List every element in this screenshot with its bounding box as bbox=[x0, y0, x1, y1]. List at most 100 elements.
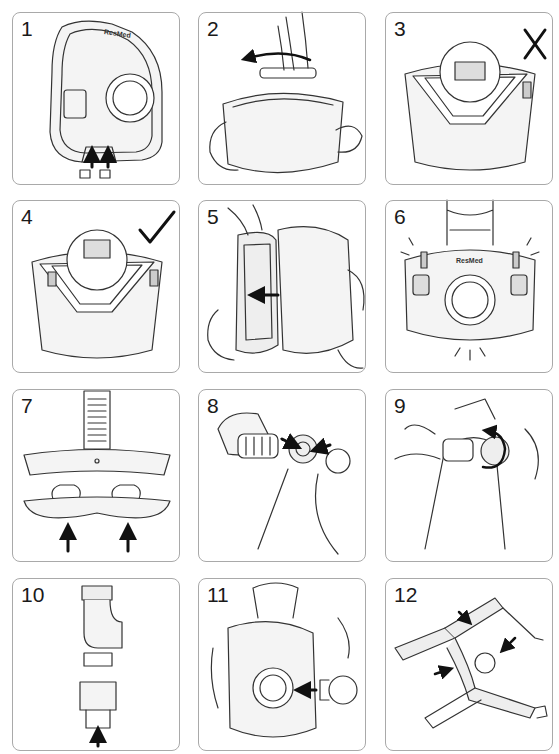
cushion-clip-part bbox=[336, 126, 362, 152]
pillows-frame-part bbox=[52, 485, 140, 501]
step-panel: 2 bbox=[198, 12, 366, 185]
cushion-insert-part bbox=[236, 232, 278, 353]
pillows-frame-part bbox=[127, 531, 130, 551]
step-number: 12 bbox=[394, 584, 417, 606]
step-number: 5 bbox=[207, 206, 219, 228]
cushion-correct-part bbox=[32, 252, 162, 358]
brand-logo: ResMed bbox=[104, 28, 132, 40]
drawing-part bbox=[24, 12, 547, 746]
elbow-swivel-part bbox=[84, 600, 122, 648]
swivel-parts-part bbox=[246, 437, 270, 455]
pillows-frame-part bbox=[95, 459, 99, 463]
frame-assembly-part bbox=[320, 680, 329, 700]
swivel-parts-part bbox=[326, 449, 350, 473]
swivel-rotate bbox=[395, 399, 538, 549]
cushion-clip-part bbox=[260, 68, 316, 78]
pillows-frame-part bbox=[24, 450, 170, 476]
headgear-part bbox=[447, 638, 535, 718]
mask-frame-clips-part bbox=[64, 90, 86, 118]
cushion-correct-part bbox=[52, 265, 142, 304]
step-panel: 7 bbox=[12, 389, 180, 562]
step-panel: 10 bbox=[12, 578, 180, 751]
assembled-frame-part bbox=[413, 275, 429, 295]
assembled-frame-part bbox=[401, 238, 539, 360]
cushion-wrong-part bbox=[525, 30, 545, 58]
headgear-part bbox=[503, 608, 543, 640]
swivel-rotate-part bbox=[483, 431, 505, 468]
cushion-insert-part bbox=[256, 294, 278, 297]
pillows-frame-part bbox=[88, 399, 106, 441]
assembled-frame-part bbox=[445, 275, 495, 325]
cushion-correct-part bbox=[67, 230, 127, 290]
cushion-wrong-part bbox=[413, 74, 527, 124]
step-panel: 5 bbox=[198, 200, 366, 373]
cushion-insert bbox=[208, 205, 364, 368]
cushion-insert-part bbox=[208, 310, 234, 360]
step-panel: 1 bbox=[12, 12, 180, 185]
cushion-wrong-part bbox=[523, 82, 531, 98]
elbow-swivel-part bbox=[80, 682, 116, 710]
frame-assembly-part bbox=[253, 583, 298, 618]
headgear-part bbox=[475, 653, 495, 673]
step-number: 1 bbox=[21, 18, 33, 40]
swivel-parts-part bbox=[218, 413, 268, 455]
frame-assembly-part bbox=[228, 622, 316, 737]
frame-assembly-part bbox=[302, 689, 316, 692]
swivel-parts-part bbox=[289, 435, 317, 463]
frame-assembly-part bbox=[329, 676, 357, 704]
cushion-wrong-part bbox=[405, 64, 535, 170]
swivel-rotate-part bbox=[395, 425, 538, 479]
mask-frame-clips-part bbox=[107, 154, 110, 167]
step-panel: 4 bbox=[12, 200, 180, 373]
headgear-part bbox=[395, 628, 455, 660]
step-number: 9 bbox=[394, 395, 406, 417]
swivel-rotate-part bbox=[443, 439, 473, 461]
elbow-swivel bbox=[80, 586, 122, 746]
elbow-swivel-part bbox=[82, 586, 112, 600]
mask-frame-clips-part bbox=[113, 81, 147, 115]
swivel-parts bbox=[218, 413, 350, 554]
cushion-insert-part bbox=[244, 244, 272, 340]
headgear-part bbox=[435, 670, 447, 674]
step-panel: 9 bbox=[385, 389, 553, 562]
headgear-part bbox=[445, 598, 503, 638]
swivel-parts-part bbox=[318, 445, 330, 449]
step-number: 2 bbox=[207, 18, 219, 40]
frame-assembly-part bbox=[260, 675, 286, 701]
cushion-correct-part bbox=[150, 270, 158, 286]
headgear-part bbox=[425, 688, 481, 728]
cushion-correct-part bbox=[48, 272, 56, 286]
cushion-correct-part bbox=[140, 212, 174, 242]
headgear-part bbox=[459, 612, 467, 620]
step-number: 11 bbox=[207, 584, 229, 606]
cushion-clip-part bbox=[233, 99, 333, 107]
step-panel: 3 bbox=[385, 12, 553, 185]
step-number: 7 bbox=[21, 395, 33, 417]
cushion-correct-part bbox=[84, 240, 110, 258]
cushion-wrong-part bbox=[425, 77, 515, 116]
frame-assembly bbox=[211, 583, 357, 737]
mask-frame-clips-part bbox=[106, 74, 154, 122]
mask-frame-clips-part bbox=[50, 21, 162, 162]
brand-logo: ResMed bbox=[456, 257, 483, 265]
mask-frame-clips-part bbox=[100, 170, 110, 178]
pillows-frame-part bbox=[24, 497, 170, 518]
headgear-part bbox=[535, 706, 547, 718]
step-number: 4 bbox=[21, 206, 33, 228]
step-panel: 6 bbox=[385, 200, 553, 373]
cushion-clip-part bbox=[278, 12, 308, 70]
cushion-wrong-part bbox=[440, 42, 500, 102]
step-number: 3 bbox=[394, 18, 406, 40]
assembled-frame-part bbox=[447, 200, 493, 245]
elbow-swivel-part bbox=[84, 653, 112, 666]
pillows-frame-part bbox=[67, 531, 70, 551]
cushion-clip-part bbox=[210, 122, 238, 170]
cushion-correct-part bbox=[40, 262, 154, 312]
swivel-parts-part bbox=[282, 439, 294, 445]
elbow-swivel-part bbox=[86, 710, 110, 728]
swivel-rotate-part bbox=[481, 437, 509, 465]
step-panel: 12 bbox=[385, 578, 553, 751]
mask-frame-clips-part bbox=[60, 29, 152, 153]
